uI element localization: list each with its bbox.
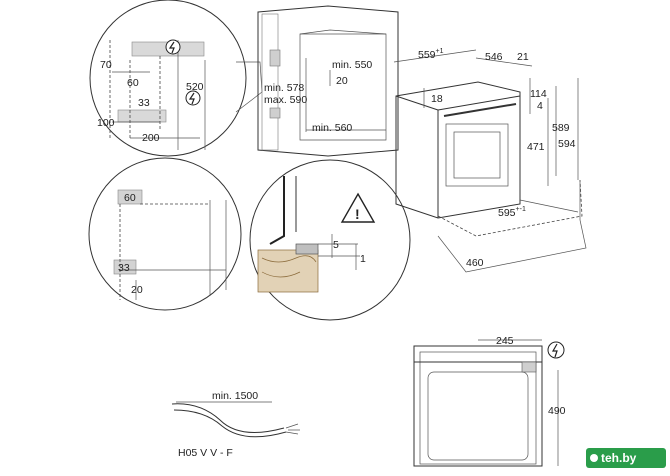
oven-unit: 559+1 546 21 114 4 18 471 589 594 595+-1… — [393, 48, 587, 273]
power-cable: min. 1500 H05 V V - F — [171, 390, 300, 459]
detail-circle-top-left: 70 60 520 33 100 200 — [89, 0, 263, 157]
dim-460: 460 — [466, 257, 484, 269]
dim-595-value: 595 — [498, 207, 516, 219]
electrical-warning-icon — [165, 39, 181, 55]
dim-245: 245 — [496, 335, 514, 347]
front-view-bottom-right: 245 490 — [413, 335, 566, 467]
dim-20: 20 — [131, 284, 143, 296]
cable-length-label: min. 1500 — [212, 390, 258, 402]
electrical-warning-icon — [185, 90, 201, 106]
dim-4: 4 — [537, 100, 543, 112]
watermark-badge: teh.by — [586, 448, 666, 468]
dim-594: 594 — [558, 138, 576, 150]
cable-type-label: H05 V V - F — [178, 447, 233, 459]
dim-100: 100 — [97, 117, 115, 129]
dim-5: 5 — [333, 239, 339, 251]
dim-min-550: min. 550 — [332, 59, 372, 71]
dim-18: 18 — [431, 93, 443, 105]
dim-33: 33 — [138, 97, 150, 109]
cabinet-niche: min. 578 max. 590 min. 550 20 min. 560 — [257, 5, 399, 157]
dim-595: 595+-1 — [498, 206, 526, 219]
dim-520: 520 — [186, 81, 204, 93]
dim-546: 546 — [485, 51, 503, 63]
dim-559-tolerance: +1 — [436, 48, 444, 55]
dim-200: 200 — [142, 132, 160, 144]
dim-471: 471 — [527, 141, 545, 153]
dim-595-tolerance: +-1 — [516, 206, 526, 213]
dim-max-590: max. 590 — [264, 94, 307, 106]
warning-triangle-icon: ! — [340, 192, 376, 223]
dim-20: 20 — [336, 75, 348, 87]
dim-33: 33 — [118, 262, 130, 274]
dim-559: 559+1 — [418, 48, 444, 61]
svg-text:!: ! — [355, 206, 360, 222]
dim-1: 1 — [360, 253, 366, 265]
dim-60: 60 — [127, 77, 139, 89]
electrical-warning-icon — [547, 341, 565, 359]
dim-490: 490 — [548, 405, 566, 417]
dim-60: 60 — [124, 192, 136, 204]
dim-559-value: 559 — [418, 49, 436, 61]
dim-70: 70 — [100, 59, 112, 71]
dim-min-578: min. 578 — [264, 82, 304, 94]
watermark-text: teh.by — [601, 451, 637, 465]
dim-21: 21 — [517, 51, 529, 63]
dim-114: 114 — [530, 88, 547, 100]
dim-min-560: min. 560 — [312, 122, 352, 134]
detail-circle-center: ! 5 1 — [249, 159, 411, 321]
detail-circle-bottom-left: 60 33 20 — [88, 157, 242, 311]
dim-589: 589 — [552, 122, 570, 134]
